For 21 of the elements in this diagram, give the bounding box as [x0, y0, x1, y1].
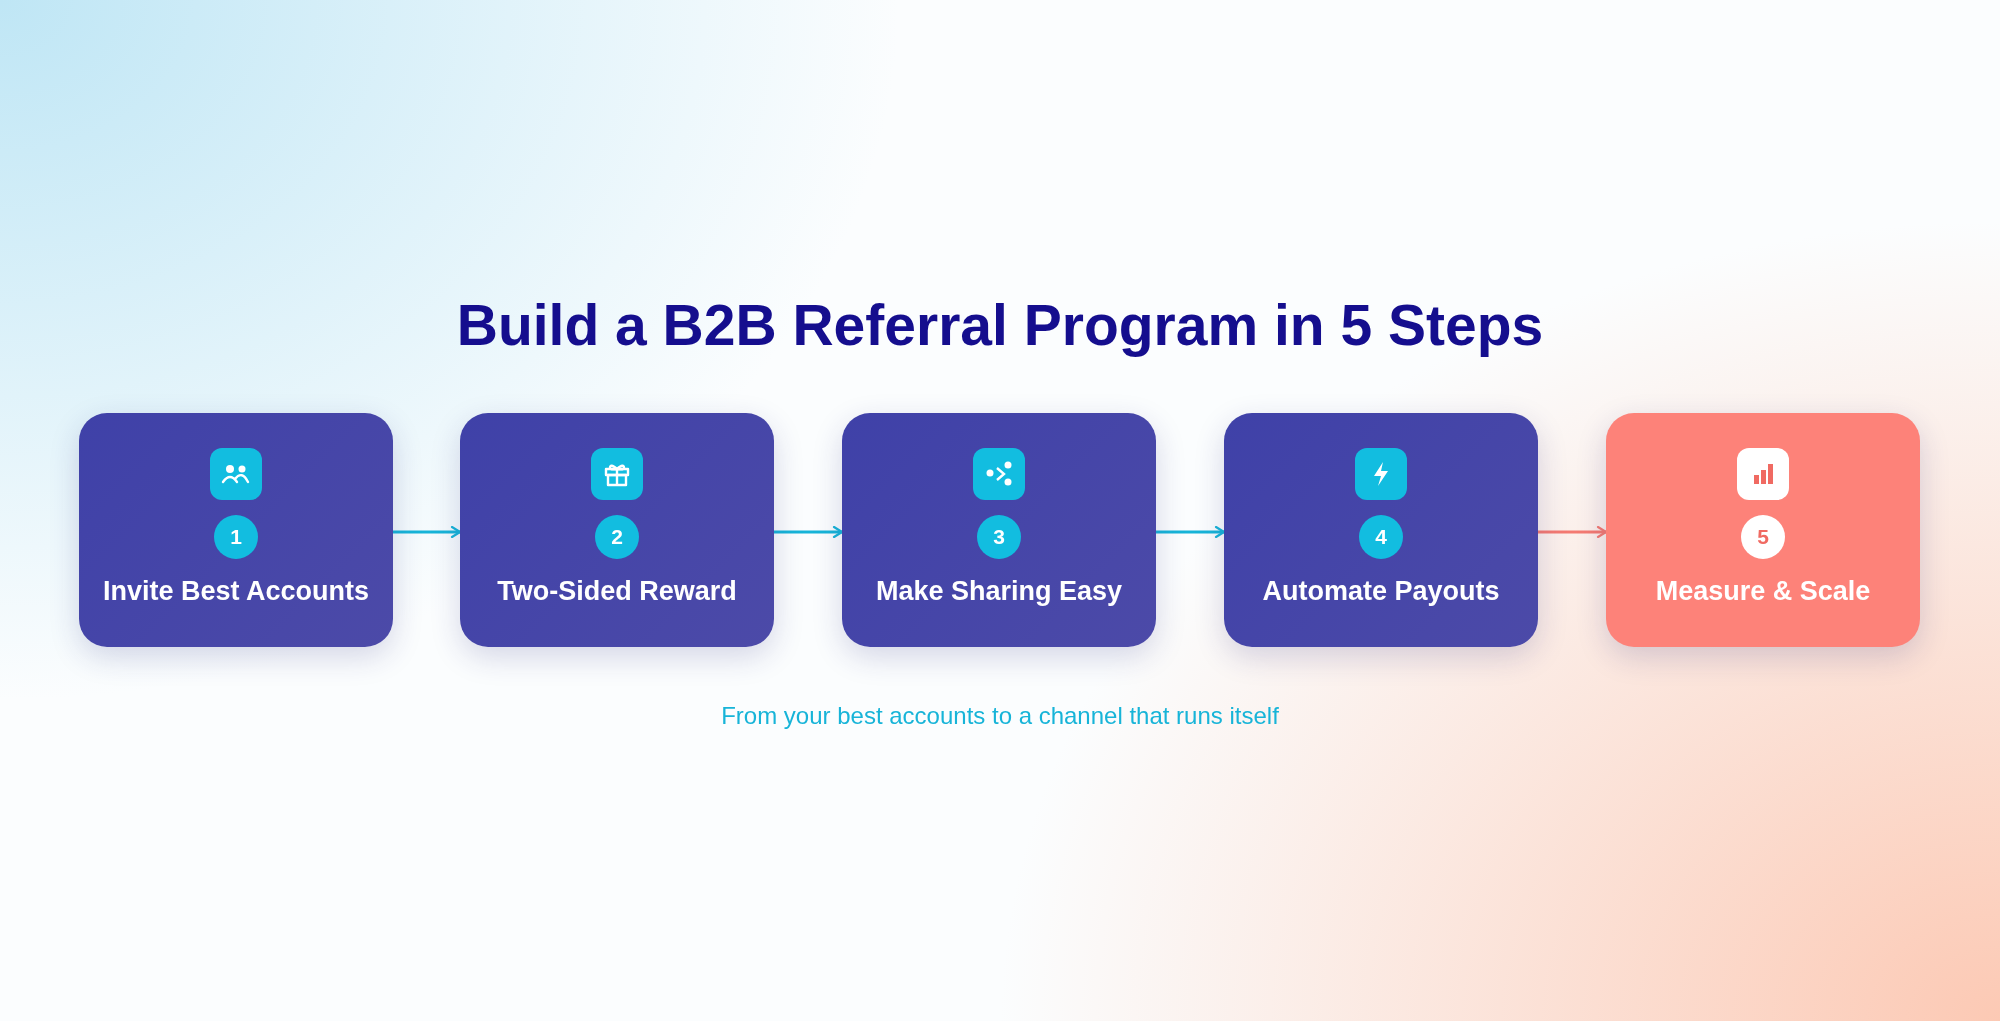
step-card [79, 413, 393, 647]
arrow [393, 525, 462, 539]
step-label: Automate Payouts [1261, 576, 1501, 607]
arrow [1156, 525, 1226, 539]
subtitle: From your best accounts to a channel that runs itself [720, 702, 1280, 730]
step-label: Two-Sided Reward [496, 576, 738, 607]
step-label: Measure & Scale [1654, 576, 1872, 607]
step-number-badge: 3 [977, 515, 1021, 559]
title: Build a B2B Referral Program in 5 Steps [455, 292, 1545, 358]
step-number-badge: 1 [214, 515, 258, 559]
step-card [460, 413, 774, 647]
step-number-badge: 5 [1741, 515, 1785, 559]
arrow [1538, 525, 1608, 539]
step-label: Make Sharing Easy [874, 576, 1124, 607]
step-number-badge: 4 [1359, 515, 1403, 559]
arrow [774, 525, 844, 539]
step-card [842, 413, 1156, 647]
step-label: Invite Best Accounts [101, 576, 371, 607]
step-card [1224, 413, 1538, 647]
step-card [1606, 413, 1920, 647]
step-number-badge: 2 [595, 515, 639, 559]
